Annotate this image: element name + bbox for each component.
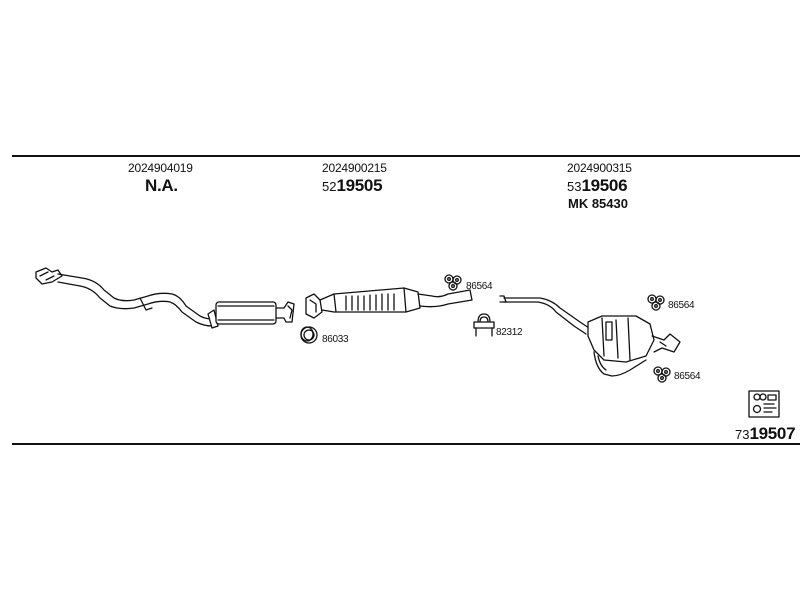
kit-box-icon bbox=[748, 390, 780, 418]
rubber-mount-icon-3 bbox=[653, 366, 671, 383]
rear-silencer-icon bbox=[499, 295, 681, 377]
article-number-2: 5219505 bbox=[322, 176, 383, 196]
article-prefix-3: 53 bbox=[567, 179, 582, 194]
u-clamp-label: 82312 bbox=[496, 327, 523, 338]
rubber-mount-icon-2 bbox=[647, 294, 665, 311]
clamp-label-3: 86564 bbox=[674, 371, 701, 382]
kit-main: 19507 bbox=[749, 424, 796, 443]
article-main-3: 19506 bbox=[581, 176, 628, 195]
bottom-divider bbox=[12, 443, 800, 445]
rubber-mount-icon-1 bbox=[444, 274, 462, 291]
clamp-label-2: 86564 bbox=[668, 300, 695, 311]
kit-number: 7319507 bbox=[735, 424, 796, 444]
article-main-1: N.A. bbox=[145, 176, 178, 195]
article-main-2: 19505 bbox=[336, 176, 383, 195]
gasket-ring-icon bbox=[300, 326, 318, 344]
kit-prefix: 73 bbox=[735, 427, 750, 442]
oe-number-3: 2024900315 bbox=[567, 161, 632, 175]
clamp-label-1: 86564 bbox=[466, 281, 493, 292]
ring-label: 86033 bbox=[322, 334, 349, 345]
article-number-1: N.A. bbox=[145, 176, 178, 196]
front-pipe-icon bbox=[35, 267, 213, 327]
top-divider bbox=[12, 155, 800, 157]
middle-silencer-icon bbox=[305, 287, 473, 319]
mounting-kit-number: MK 85430 bbox=[568, 196, 628, 211]
article-number-3: 5319506 bbox=[567, 176, 628, 196]
u-clamp-icon bbox=[473, 313, 495, 337]
oe-number-2: 2024900215 bbox=[322, 161, 387, 175]
silencer-1-icon bbox=[207, 301, 295, 329]
article-prefix-2: 52 bbox=[322, 179, 337, 194]
oe-number-1: 2024904019 bbox=[128, 161, 193, 175]
